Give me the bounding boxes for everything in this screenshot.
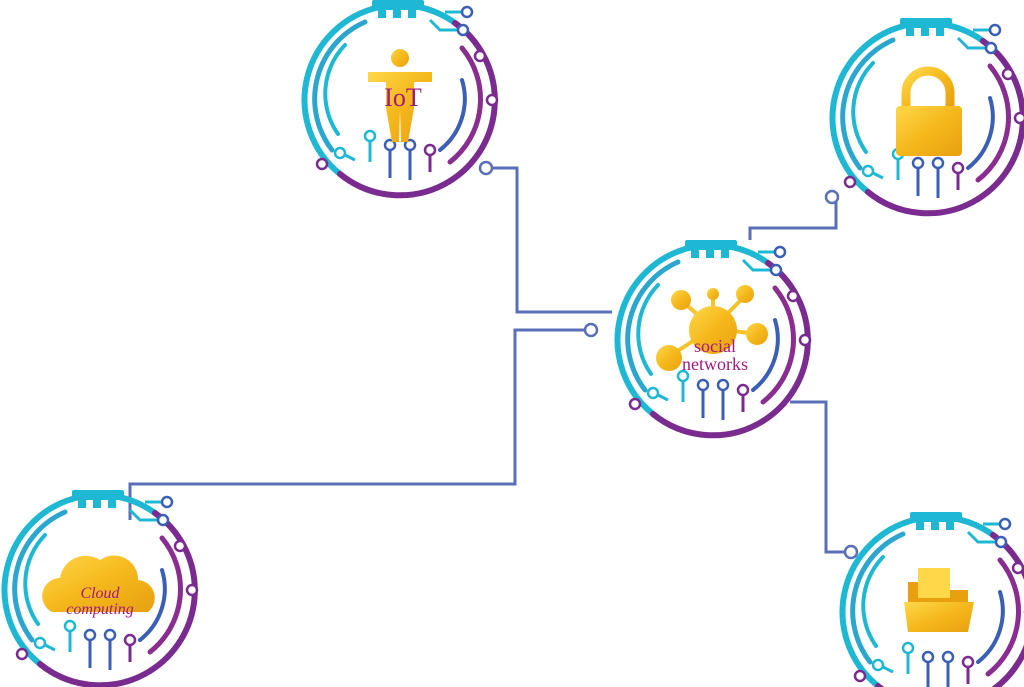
connector-lines — [128, 160, 859, 560]
iot-label: IoT — [384, 83, 422, 112]
social-label-line2: networks — [682, 354, 748, 374]
folder-icon — [904, 568, 974, 632]
person-icon — [368, 49, 432, 142]
connector-cloud-social — [128, 328, 585, 520]
cloud-computing-node: Cloud computing — [5, 490, 197, 685]
social-label-line1: social — [694, 336, 736, 356]
padlock-icon — [896, 66, 962, 156]
connector-iot-social — [490, 166, 612, 314]
cloud-label-line1: Cloud — [80, 585, 120, 602]
network-icon — [656, 285, 768, 371]
connector-social-folder — [790, 400, 845, 554]
connector-node — [478, 160, 494, 176]
connector-social-lock — [748, 202, 838, 240]
connector-node — [824, 189, 840, 205]
connector-node — [583, 322, 599, 338]
connector-node — [843, 544, 859, 560]
social-networks-node: social networks — [618, 240, 810, 435]
iot-node: IoT — [305, 0, 497, 195]
files-node — [843, 512, 1024, 687]
cloud-label-line2: computing — [66, 601, 134, 618]
cloud-icon — [42, 555, 155, 612]
security-node — [833, 18, 1024, 213]
